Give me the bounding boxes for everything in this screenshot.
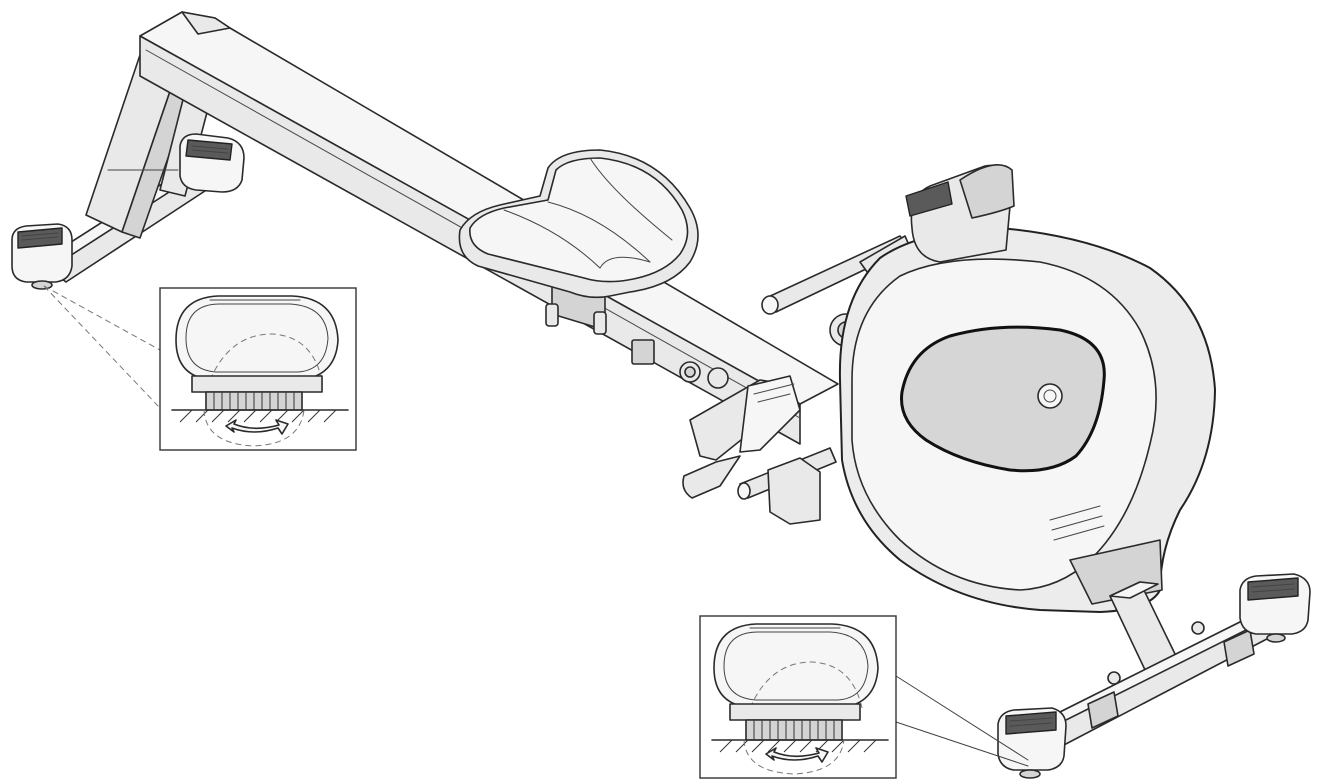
callout-leader [895, 721, 1029, 767]
front-stabilizer [997, 573, 1311, 779]
front-foot-detail-callout [699, 615, 1029, 779]
callout-leader [43, 285, 161, 409]
ground-hatching [719, 739, 877, 753]
rear-right-foot-cap [179, 133, 245, 193]
callout-leader [43, 285, 161, 351]
rear-stabilizer [11, 54, 245, 290]
rotate-arrow-icon [765, 747, 829, 763]
rear-foot-detail-callout [43, 285, 357, 451]
callout-leader [895, 675, 1029, 761]
front-left-foot-cap [997, 707, 1067, 779]
threaded-foot [745, 719, 843, 741]
threaded-foot [205, 391, 303, 411]
seat [458, 149, 699, 335]
rotate-arrow-icon [225, 419, 289, 435]
rear-left-foot-cap [11, 223, 73, 290]
ground-hatching [179, 409, 337, 423]
footrest-assembly [631, 339, 837, 525]
flywheel-housing [838, 164, 1216, 613]
front-right-foot-cap [1239, 573, 1311, 643]
